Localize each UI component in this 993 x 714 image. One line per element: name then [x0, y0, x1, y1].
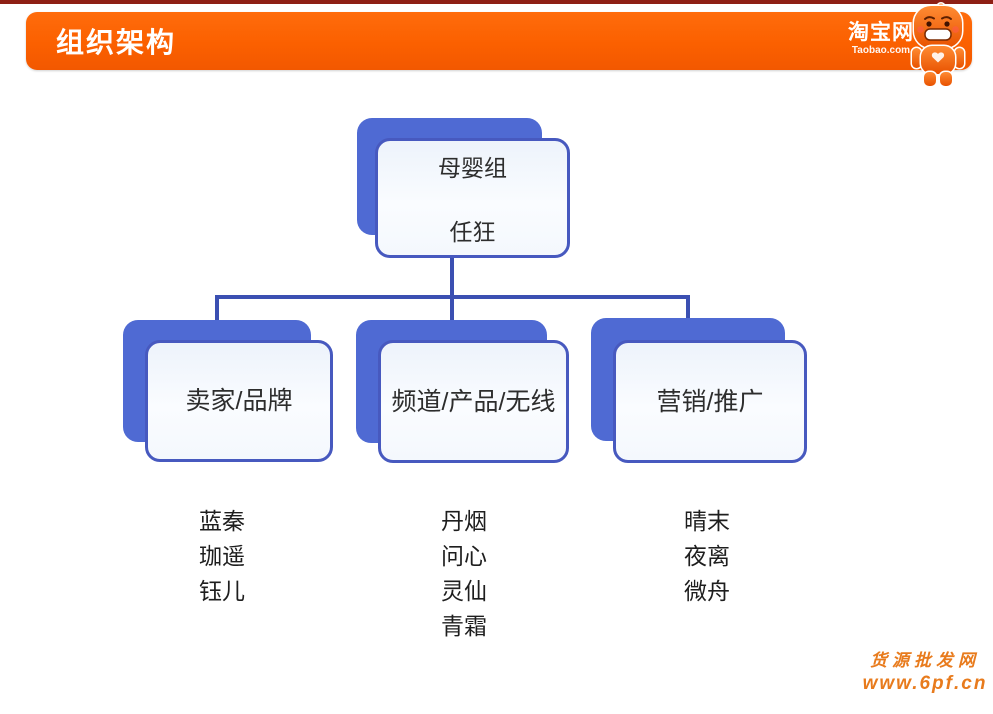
child-title: 频道/产品/无线: [391, 387, 556, 416]
member-name: 珈遥: [199, 543, 245, 569]
child-card-channel: 频道/产品/无线: [378, 340, 569, 463]
member-list-marketing: 晴末 夜离 微舟: [627, 504, 787, 609]
top-accent-strip: [0, 0, 993, 4]
taobao-logo: 淘宝网 Taobao.com: [826, 21, 936, 57]
member-name: 微舟: [684, 578, 730, 604]
root-leader-label: 任狂: [449, 219, 496, 245]
child-card-sellers: 卖家/品牌: [145, 340, 333, 462]
member-name: 灵仙: [441, 578, 487, 604]
member-name: 夜离: [684, 543, 730, 569]
root-group-label: 母婴组: [438, 155, 507, 181]
child-title: 营销/推广: [656, 387, 764, 416]
root-card: 母婴组 任狂: [375, 138, 570, 258]
child-card-marketing: 营销/推广: [613, 340, 807, 463]
member-list-sellers: 蓝秦 珈遥 钰儿: [142, 504, 302, 609]
child-title: 卖家/品牌: [185, 387, 293, 415]
taobao-mascot-icon: [910, 2, 966, 88]
member-name: 丹烟: [441, 508, 487, 534]
header-bar: 组织架构 淘宝网 Taobao.com: [26, 12, 972, 70]
connector-drop-mid: [450, 295, 454, 323]
member-name: 青霜: [441, 613, 487, 639]
watermark-url: www.6pf.cn: [862, 673, 988, 694]
member-name: 钰儿: [199, 578, 245, 604]
member-list-channel: 丹烟 问心 灵仙 青霜: [384, 504, 544, 644]
member-name: 问心: [441, 543, 487, 569]
watermark: 货源批发网 www.6pf.cn: [862, 650, 988, 696]
connector-drop-right: [686, 295, 690, 321]
taobao-logo-domain: Taobao.com: [851, 45, 911, 56]
taobao-logo-name: 淘宝网: [848, 21, 914, 44]
member-name: 晴末: [684, 508, 730, 534]
watermark-site-name: 货源批发网: [870, 651, 980, 670]
connector-root-stem: [450, 257, 454, 299]
member-name: 蓝秦: [199, 508, 245, 534]
page-title: 组织架构: [56, 27, 177, 58]
connector-drop-left: [215, 295, 219, 323]
